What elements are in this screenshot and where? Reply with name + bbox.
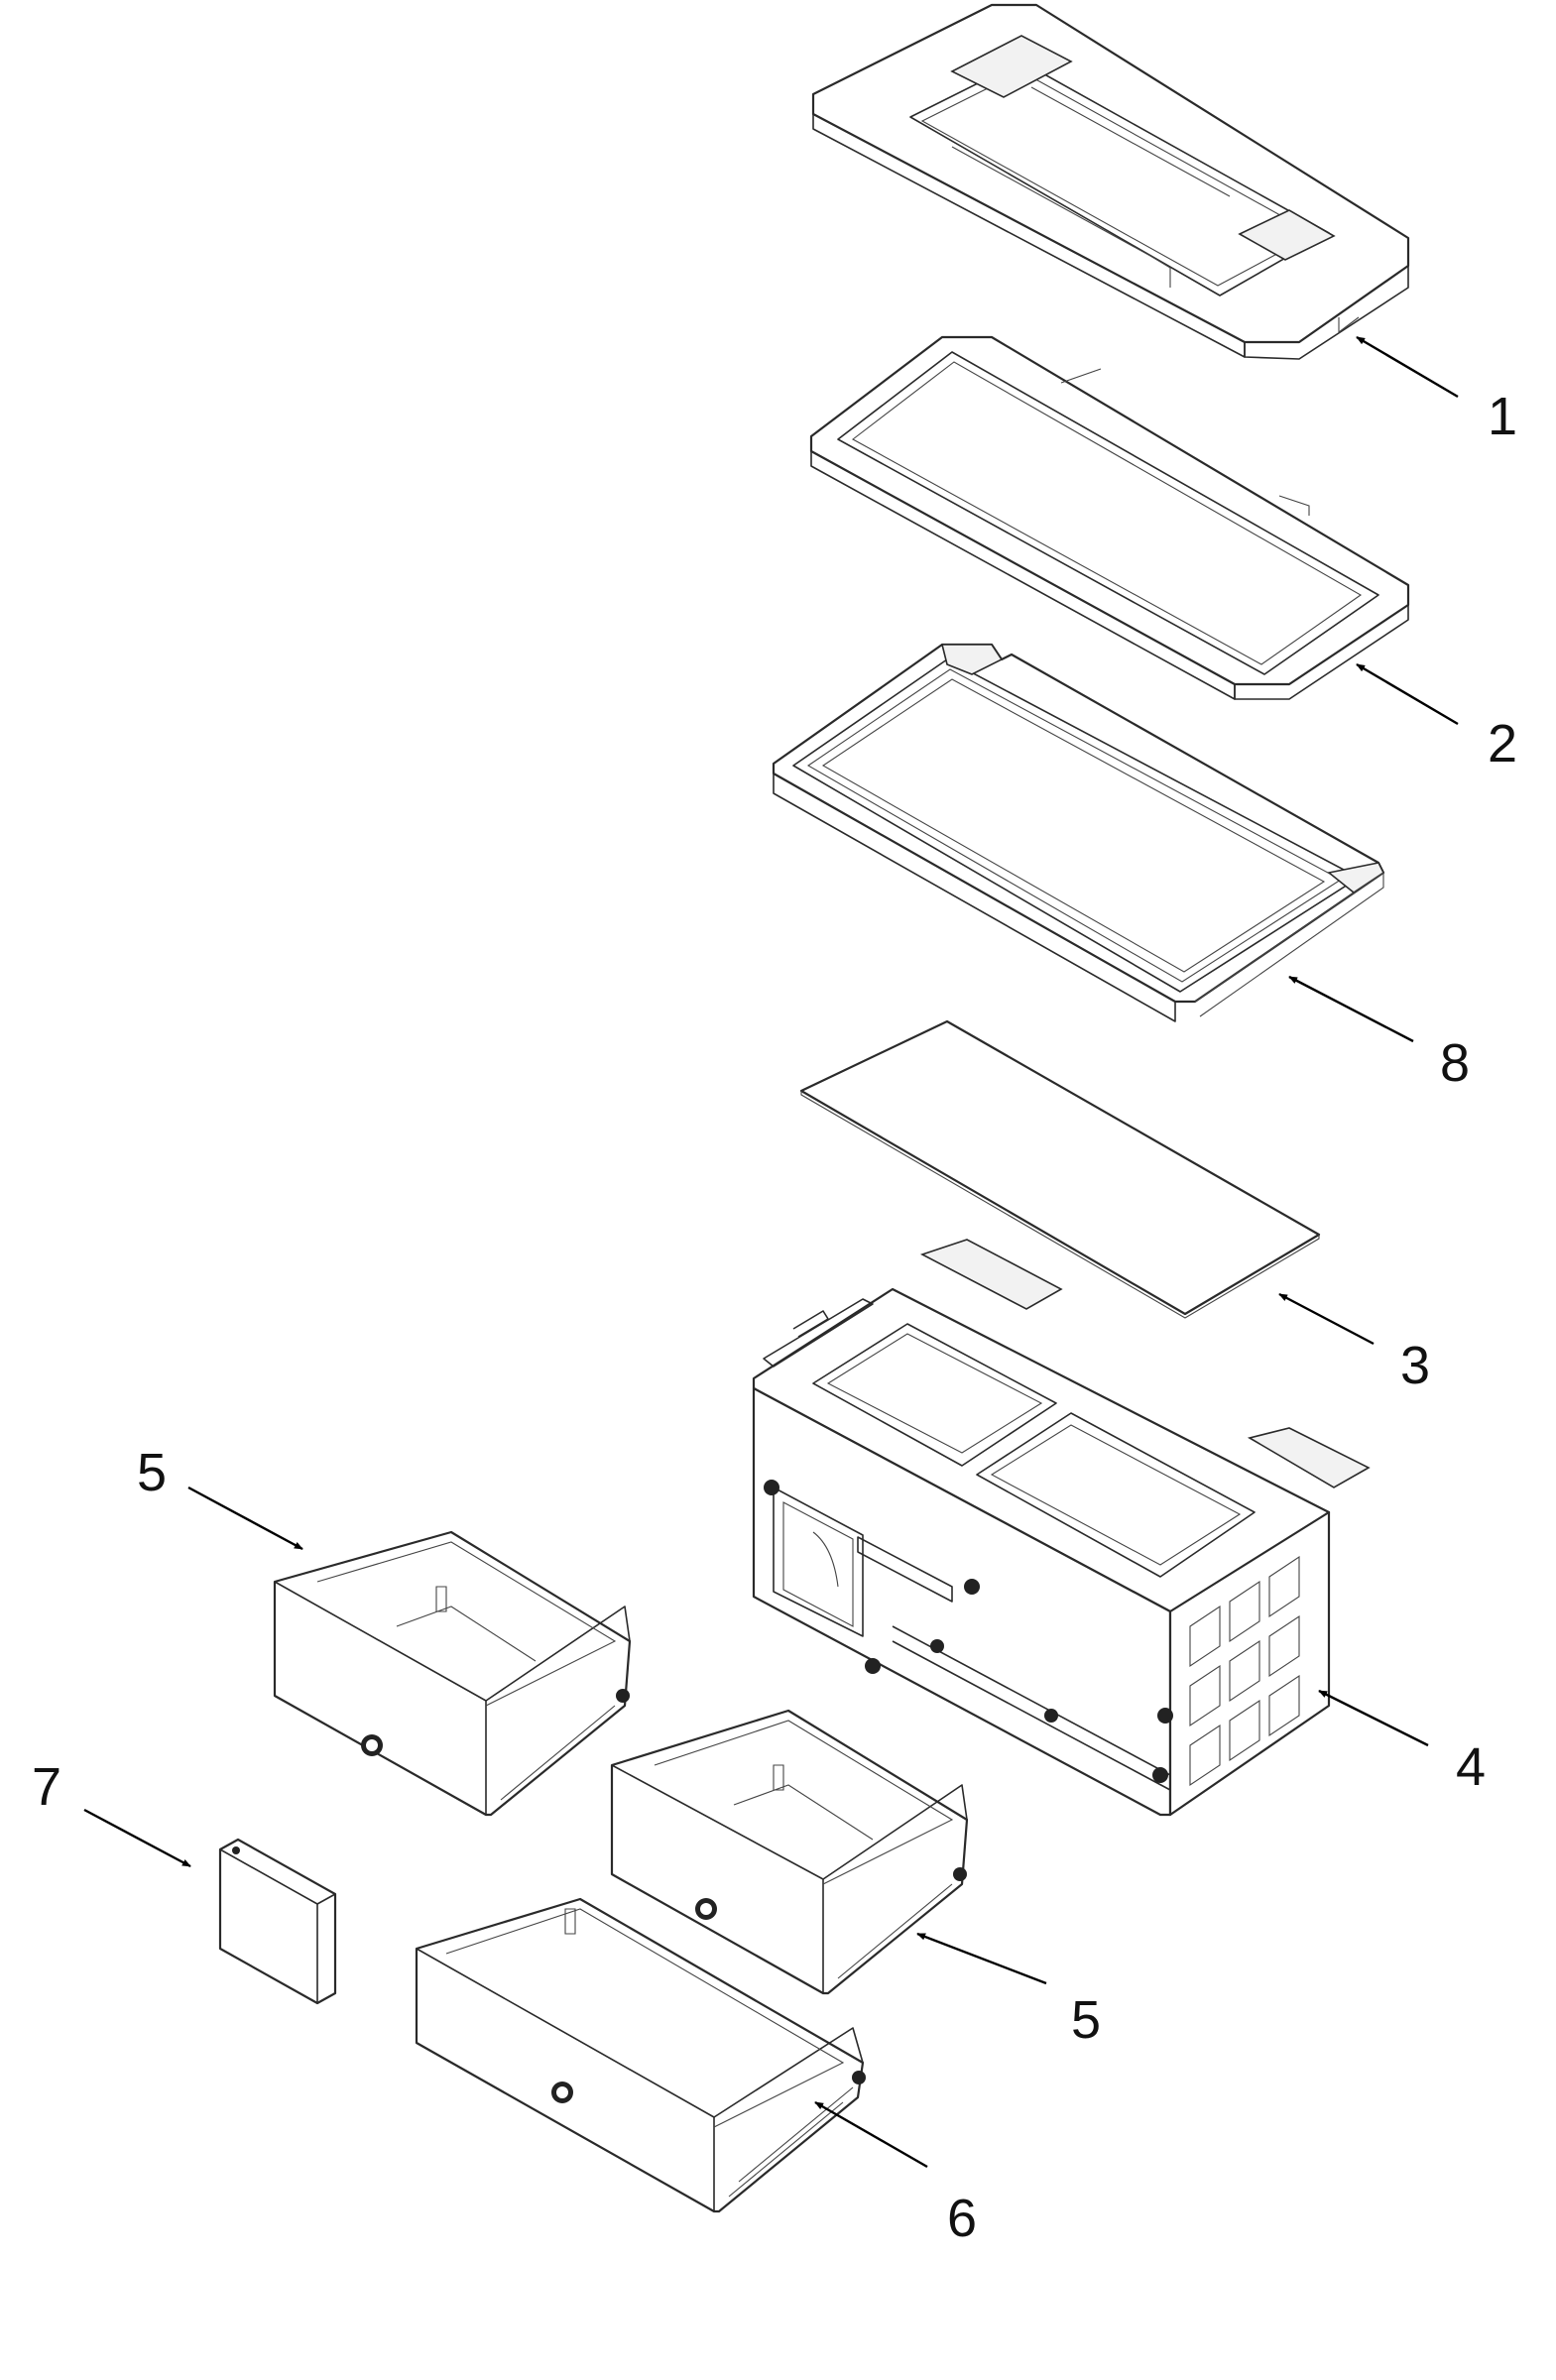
callout-1: 1 — [1488, 387, 1517, 446]
part-2-frame — [809, 335, 1410, 700]
callout-7: 7 — [32, 1757, 61, 1817]
part-5-drawer-left — [273, 1530, 632, 1817]
part-8-tray-frame — [772, 643, 1385, 1022]
callout-8: 8 — [1440, 1033, 1470, 1093]
callout-4: 4 — [1456, 1737, 1486, 1797]
leader-5a — [187, 1486, 303, 1551]
leader-lines — [83, 335, 1459, 2169]
leader-4 — [1318, 1689, 1429, 1747]
callout-2: 2 — [1488, 714, 1517, 774]
part-5-drawer-middle — [610, 1709, 969, 1995]
part-3-glass-shelf — [799, 1019, 1321, 1319]
leader-5b — [916, 1932, 1047, 1985]
part-4-housing — [752, 1239, 1371, 1817]
callout-6: 6 — [947, 2189, 977, 2248]
leader-7 — [83, 1808, 191, 1868]
leader-2 — [1356, 662, 1459, 726]
part-7-filter — [218, 1838, 337, 2005]
part-1-cover — [811, 3, 1410, 360]
leader-8 — [1288, 975, 1414, 1043]
callout-5-upper: 5 — [137, 1443, 167, 1502]
callout-5-lower: 5 — [1071, 1990, 1101, 2050]
leader-3 — [1278, 1292, 1375, 1346]
callout-labels: 1 2 8 3 5 4 7 5 6 — [32, 387, 1517, 2248]
part-6-shallow-drawer — [415, 1897, 866, 2213]
leader-6 — [814, 2100, 928, 2169]
leader-1 — [1356, 335, 1459, 399]
callout-3: 3 — [1400, 1336, 1430, 1395]
